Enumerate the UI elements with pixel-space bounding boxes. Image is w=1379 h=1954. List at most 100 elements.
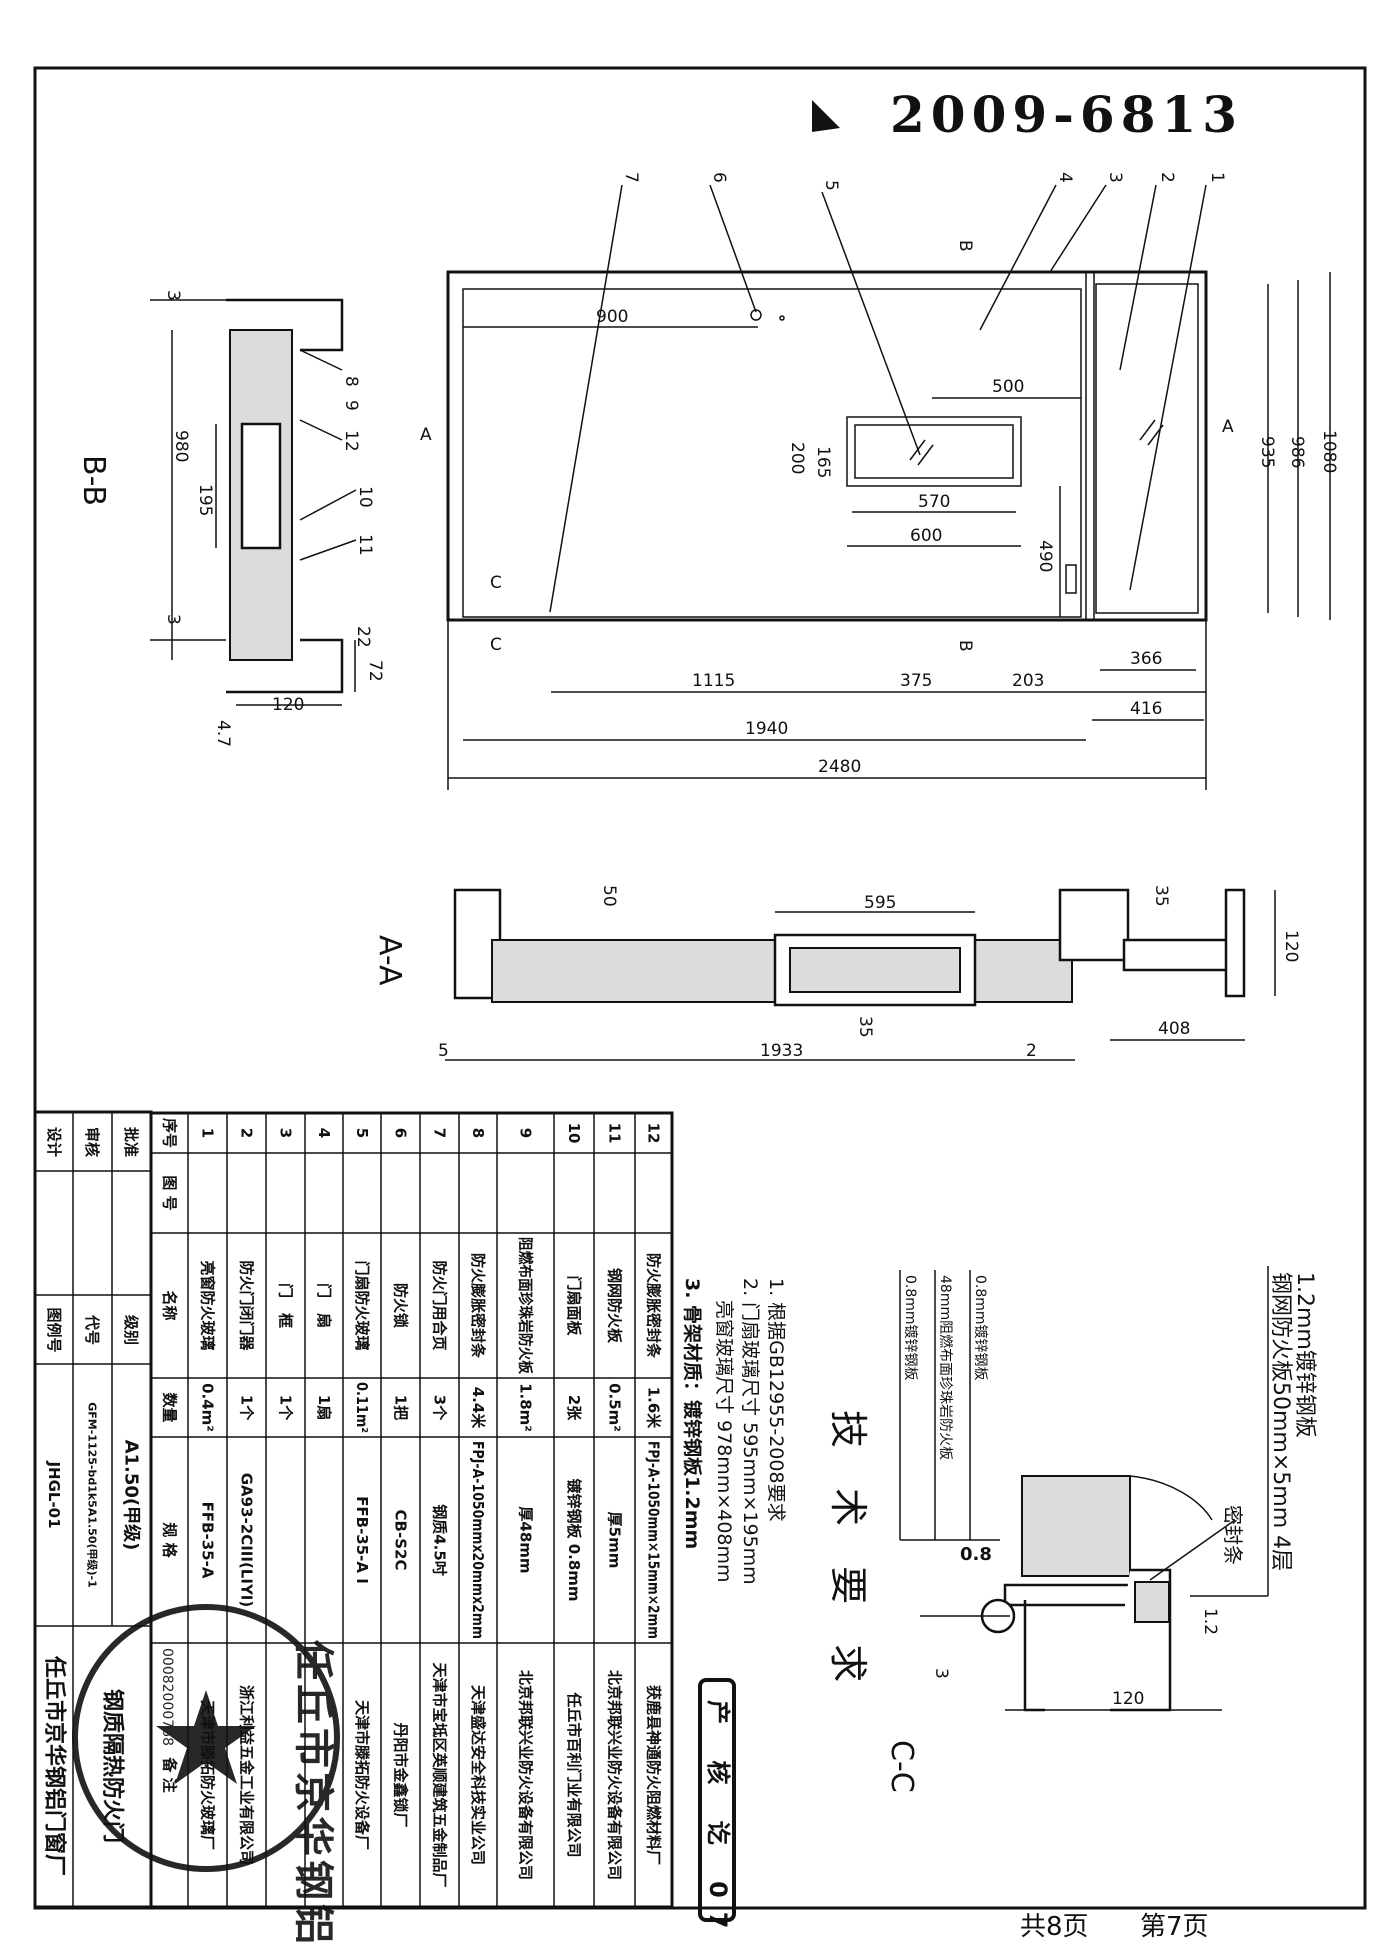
table-cell-seq: 4: [315, 1128, 333, 1138]
code-label: 代号: [83, 1314, 101, 1345]
dim-986: 986: [1287, 436, 1307, 468]
section-c-c: 1.2mm镀锌钢板 钢网防火板50mm×5mm 4层 0.8mm镀锌钢板 48m…: [884, 1266, 1317, 1793]
aa-dim-120: 120: [1281, 930, 1301, 962]
dim-2480: 2480: [818, 757, 861, 777]
tech-item-2: 2. 门扇玻璃尺寸 595mm×195mm: [739, 1278, 761, 1585]
section-mark-c-top: C: [490, 573, 502, 593]
cc-dim-1-2: 1.2: [1200, 1608, 1220, 1635]
technical-requirements: 技 术 要 求 1. 根据GB12955-2008要求 2. 门扇玻璃尺寸 59…: [681, 1278, 870, 1696]
table-cell-qty: 4.4米: [469, 1387, 487, 1430]
table-cell-seq: 1: [199, 1128, 217, 1138]
cc-layer-5: 0.8mm镀锌钢板: [902, 1275, 919, 1381]
callout-2: 2: [1157, 172, 1177, 183]
section-mark-a-right: A: [1222, 417, 1234, 437]
callout-1: 1: [1207, 172, 1227, 183]
cc-dim-120: 120: [1112, 1689, 1144, 1709]
dim-203: 203: [1012, 671, 1044, 691]
dim-935: 935: [1257, 436, 1277, 468]
table-cell-qty: 1把: [392, 1395, 410, 1420]
view-label-bb: B-B: [76, 455, 111, 506]
table-cell-seq: 5: [353, 1128, 371, 1138]
table-cell-qty: 0.4m²: [199, 1383, 217, 1432]
table-cell-seq: 10: [565, 1123, 583, 1144]
table-cell-spec: GA93-2CIII(LIYI): [238, 1473, 256, 1608]
table-cell-qty: 1.8m²: [517, 1383, 535, 1432]
table-cell-spec: 钢质4.5吋: [431, 1504, 449, 1576]
dim-500: 500: [992, 377, 1024, 397]
aa-dim-595: 595: [864, 893, 896, 913]
table-cell-remark: 任丘市百利门业有限公司: [565, 1691, 583, 1857]
bb-dim-4-7: 4.7: [213, 720, 233, 747]
table-cell-qty: 1个: [277, 1395, 295, 1421]
bb-dim-980: 980: [171, 430, 191, 462]
part-callouts: 1 2 3 4 5 6 7: [549, 172, 1227, 613]
cc-dim-0-8: 0.8: [960, 1544, 992, 1565]
table-cell-spec: 厚5mm: [606, 1512, 624, 1569]
table-header: 名称: [161, 1290, 179, 1320]
callout-3: 3: [1105, 172, 1125, 183]
title-block: 批准 审核 设计 级别 代号 图例号 A1.50(甲级) GFM-1125-bd…: [33, 1110, 153, 1909]
section-mark-b-bottom: B: [955, 640, 975, 652]
dim-490: 490: [1035, 540, 1055, 572]
table-cell-remark: 北京邦联兴业防火设备有限公司: [606, 1670, 624, 1880]
table-cell-spec: CB-S2C: [392, 1510, 410, 1571]
side-light-panel: [1095, 283, 1199, 614]
approve-label: 批准: [122, 1127, 140, 1157]
bb-part-11: 11: [355, 534, 375, 556]
bb-dim-3-bottom: 3: [163, 614, 183, 625]
table-cell-seq: 12: [645, 1123, 663, 1144]
bb-part-8: 8: [341, 376, 361, 387]
cc-seal-label: 密封条: [1221, 1505, 1245, 1565]
table-cell-seq: 2: [238, 1128, 256, 1138]
tech-item-1: 1. 根据GB12955-2008要求: [765, 1278, 787, 1522]
mark-triangle-icon: [812, 100, 840, 132]
table-cell-spec: 厚48mm: [517, 1506, 535, 1573]
company-seal: 任丘市京华钢铝 00082000768: [72, 1604, 340, 1948]
section-a-a: A-A 595 50 35 120 408 5 1933 2 35: [372, 885, 1301, 1061]
door-frame-outline: [446, 270, 1208, 622]
aa-dim-2: 2: [1026, 1041, 1037, 1061]
seal-star-icon: [156, 1690, 256, 1784]
table-cell-remark: 天津市宝坻区英顺建筑五金制品厂: [431, 1662, 449, 1887]
table-header: 数量: [161, 1392, 179, 1422]
dim-1080: 1080: [1319, 430, 1339, 473]
tech-title: 技 术 要 求: [826, 1410, 870, 1696]
cc-layer-3: 0.8mm镀锌钢板: [972, 1275, 989, 1381]
table-cell-qty: 1个: [238, 1395, 256, 1421]
dim-200: 200: [787, 442, 807, 474]
table-cell-name: 阻燃布面珍珠岩防火板: [517, 1237, 535, 1375]
table-cell-qty: 3个: [431, 1395, 449, 1421]
table-cell-remark: 获鹿县神通防火阻燃材料厂: [645, 1685, 663, 1865]
inspection-stamp: 产 核 讫 07: [698, 1678, 736, 1942]
table-cell-seq: 11: [606, 1123, 624, 1144]
inspection-stamp-text: 产 核 讫 07: [704, 1700, 732, 1942]
dim-1940: 1940: [745, 719, 788, 739]
table-cell-spec: FFB-35-A: [199, 1502, 217, 1579]
table-cell-name: 防火门闭门器: [238, 1260, 256, 1351]
design-label: 设计: [45, 1127, 63, 1157]
section-b-b: B-B 3 980 195 3 120 72 22 4.7 8 9 12 10 …: [76, 290, 385, 747]
table-cell-qty: 0.11m²: [353, 1382, 371, 1433]
table-cell-name: 钢网防火板: [606, 1268, 624, 1344]
table-cell-qty: 1扇: [315, 1395, 333, 1420]
dim-366: 366: [1130, 649, 1162, 669]
table-cell-qty: 2张: [565, 1395, 583, 1421]
grade-value: A1.50(甲级): [121, 1440, 143, 1551]
table-cell-name: 防火门用合页: [431, 1260, 449, 1350]
table-cell-name: 门 框: [277, 1283, 295, 1328]
current-page: 第7页: [1140, 1912, 1209, 1942]
table-cell-name: 防火膨胀密封条: [469, 1253, 487, 1359]
table-cell-spec: FFB-35-A I: [353, 1496, 371, 1584]
tech-item-2b: 亮窗玻璃尺寸 978mm×408mm: [713, 1300, 735, 1583]
bb-dim-195: 195: [195, 484, 215, 516]
table-header: 图 号: [161, 1175, 179, 1210]
table-cell-remark: 天津市滕拓防火设备厂: [353, 1700, 371, 1850]
dim-416: 416: [1130, 699, 1162, 719]
door-handle-icon: [1065, 564, 1077, 594]
cc-layer-1: 1.2mm镀锌钢板: [1292, 1272, 1317, 1438]
callout-6: 6: [709, 172, 729, 183]
table-cell-spec: 镀锌钢板 0.8mm: [565, 1478, 583, 1601]
table-cell-qty: 0.5m²: [606, 1383, 624, 1432]
table-cell-name: 门扇面板: [565, 1275, 583, 1336]
